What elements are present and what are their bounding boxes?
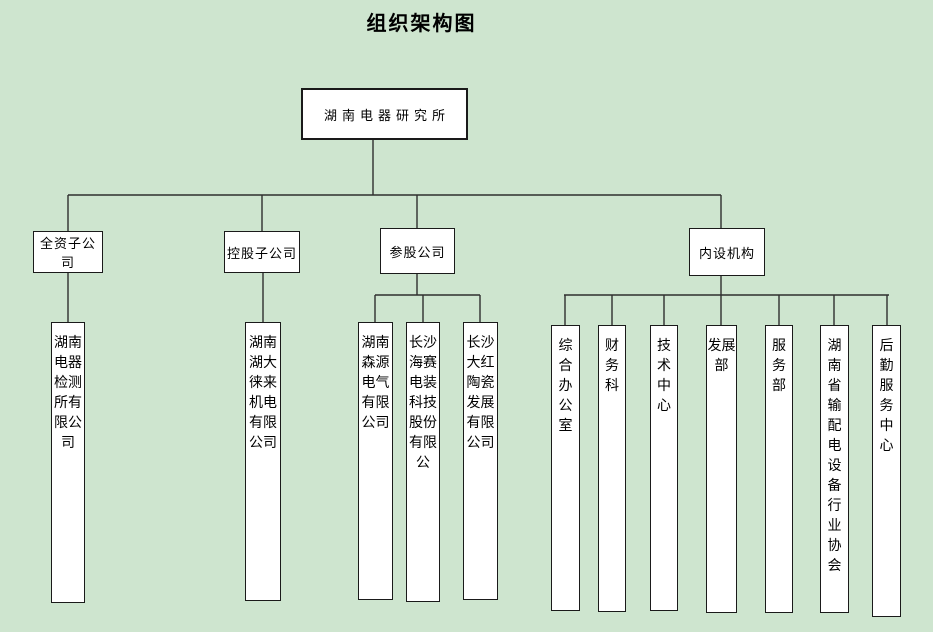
node-changsha-haisai-electric: 长沙海赛电装科技股份有限公 [406,322,440,602]
chart-title: 组织架构图 [366,11,477,35]
node-invested-company: 参股公司 [380,228,455,274]
node-hunan-hudalailai-electromechanical: 湖南湖大徕来机电有限公司 [245,322,281,601]
node-development-department: 发展部 [706,325,737,613]
node-general-office: 综合办公室 [551,325,580,611]
node-wholly-owned-subsidiary: 全资子公司 [33,231,103,273]
node-technology-center: 技术中心 [650,325,678,611]
node-finance-section: 财务科 [598,325,626,612]
node-holding-subsidiary: 控股子公司 [224,231,300,273]
node-changsha-dahong-ceramics: 长沙大红陶瓷发展有限公司 [463,322,498,600]
node-service-department: 服务部 [765,325,793,613]
node-root: 湖南电器研究所 [301,88,468,140]
node-internal-departments: 内设机构 [689,228,765,276]
node-logistics-service-center: 后勤服务中心 [872,325,901,617]
node-hunan-power-equipment-association: 湖南省输配电设备行业协会 [820,325,849,613]
node-hunan-senyuan-electric: 湖南森源电气有限公司 [358,322,393,600]
node-hunan-electric-testing-institute: 湖南电器检测所有限公司 [51,322,85,603]
